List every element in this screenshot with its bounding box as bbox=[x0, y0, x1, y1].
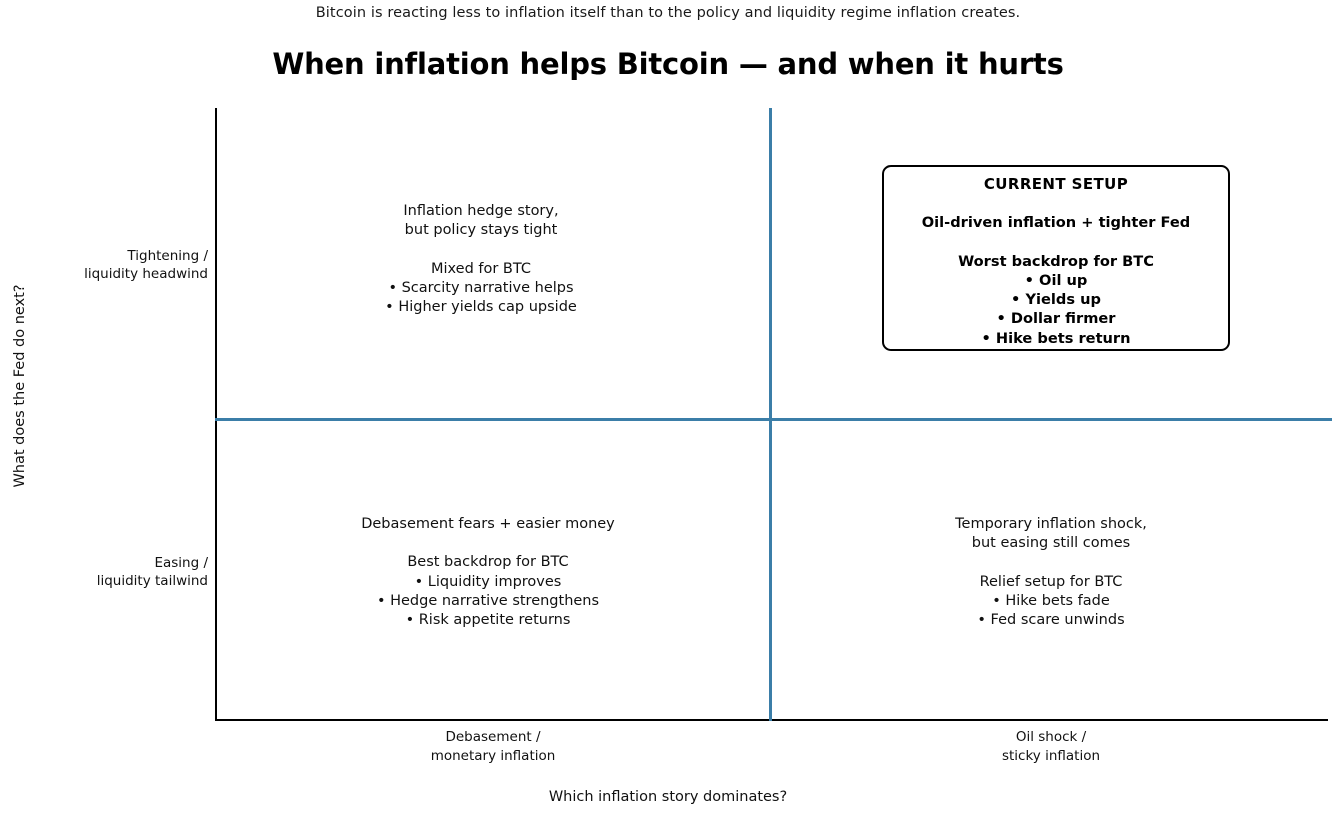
quadrant-top-left-spacer bbox=[336, 241, 626, 260]
x-axis-label: Which inflation story dominates? bbox=[548, 789, 788, 805]
current-setup-headline: Oil-driven inflation + tighter Fed bbox=[921, 214, 1191, 232]
y-axis-label: What does the Fed do next? bbox=[12, 284, 28, 488]
current-setup-badge: CURRENT SETUP bbox=[983, 175, 1129, 193]
current-setup-callout[interactable]: CURRENT SETUP Oil-driven inflation + tig… bbox=[882, 165, 1230, 351]
quadrant-bottom-left-bullet-1: • Liquidity improves bbox=[414, 573, 562, 590]
current-setup-spacer-2 bbox=[884, 233, 1228, 252]
y-tick-easing-line1: Easing / bbox=[154, 555, 208, 571]
chart-subtitle: Bitcoin is reacting less to inflation it… bbox=[315, 5, 1021, 21]
quadrant-top-left-bullet-2: • Higher yields cap upside bbox=[385, 299, 577, 316]
quadrant-bottom-right-headline-2: but easing still comes bbox=[971, 535, 1131, 552]
quadrant-divider-horizontal bbox=[215, 418, 1332, 421]
quadrant-divider-vertical bbox=[769, 108, 772, 721]
x-tick-oil-shock-line2: sticky inflation bbox=[1001, 747, 1101, 764]
quadrant-top-left: Inflation hedge story, but policy stays … bbox=[336, 202, 626, 317]
current-setup-bullet-1: • Oil up bbox=[1024, 271, 1088, 289]
current-setup-verdict: Worst backdrop for BTC bbox=[958, 252, 1154, 270]
y-tick-tightening-line1: Tightening / bbox=[127, 248, 208, 264]
y-tick-tightening: Tightening / liquidity headwind bbox=[0, 247, 208, 283]
quadrant-bottom-left-bullet-2: • Hedge narrative strengthens bbox=[376, 592, 600, 609]
quadrant-bottom-left-spacer bbox=[332, 534, 644, 553]
chart-title: When inflation helps Bitcoin — and when … bbox=[272, 47, 1064, 81]
x-tick-oil-shock: Oil shock / sticky inflation bbox=[871, 728, 1231, 765]
current-setup-bullet-2: • Yields up bbox=[1011, 291, 1101, 309]
y-tick-easing: Easing / liquidity tailwind bbox=[0, 554, 208, 590]
current-setup-spacer-1 bbox=[884, 194, 1228, 213]
axis-spine-bottom bbox=[215, 719, 1328, 721]
y-tick-easing-line2: liquidity tailwind bbox=[96, 573, 208, 589]
quadrant-top-left-verdict: Mixed for BTC bbox=[430, 260, 532, 277]
x-tick-oil-shock-line1: Oil shock / bbox=[1015, 729, 1087, 745]
current-setup-bullet-3: • Dollar firmer bbox=[996, 310, 1116, 328]
quadrant-top-left-bullet-1: • Scarcity narrative helps bbox=[388, 279, 574, 296]
quadrant-bottom-left-headline-1: Debasement fears + easier money bbox=[361, 516, 615, 532]
quadrant-bottom-left-verdict: Best backdrop for BTC bbox=[407, 554, 569, 571]
quadrant-bottom-right-headline-1: Temporary inflation shock, bbox=[955, 516, 1147, 532]
axis-spine-left bbox=[215, 108, 217, 721]
quadrant-bottom-right-bullet-1: • Hike bets fade bbox=[992, 592, 1110, 609]
current-setup-bullet-4: • Hike bets return bbox=[981, 329, 1131, 347]
quadrant-bottom-left-bullet-3: • Risk appetite returns bbox=[405, 612, 571, 629]
quadrant-bottom-right-spacer bbox=[900, 554, 1202, 573]
quadrant-bottom-left: Debasement fears + easier money Best bac… bbox=[332, 515, 644, 630]
quadrant-top-left-headline-2: but policy stays tight bbox=[404, 222, 558, 239]
x-tick-debasement-line2: monetary inflation bbox=[430, 747, 556, 764]
quadrant-bottom-right: Temporary inflation shock, but easing st… bbox=[900, 515, 1202, 630]
x-tick-debasement: Debasement / monetary inflation bbox=[313, 728, 673, 765]
quadrant-bottom-right-bullet-2: • Fed scare unwinds bbox=[977, 612, 1125, 629]
quadrant-bottom-right-verdict: Relief setup for BTC bbox=[979, 573, 1123, 590]
x-tick-debasement-line1: Debasement / bbox=[445, 729, 541, 745]
y-tick-tightening-line2: liquidity headwind bbox=[84, 266, 208, 282]
quadrant-top-left-headline-1: Inflation hedge story, bbox=[403, 203, 559, 219]
